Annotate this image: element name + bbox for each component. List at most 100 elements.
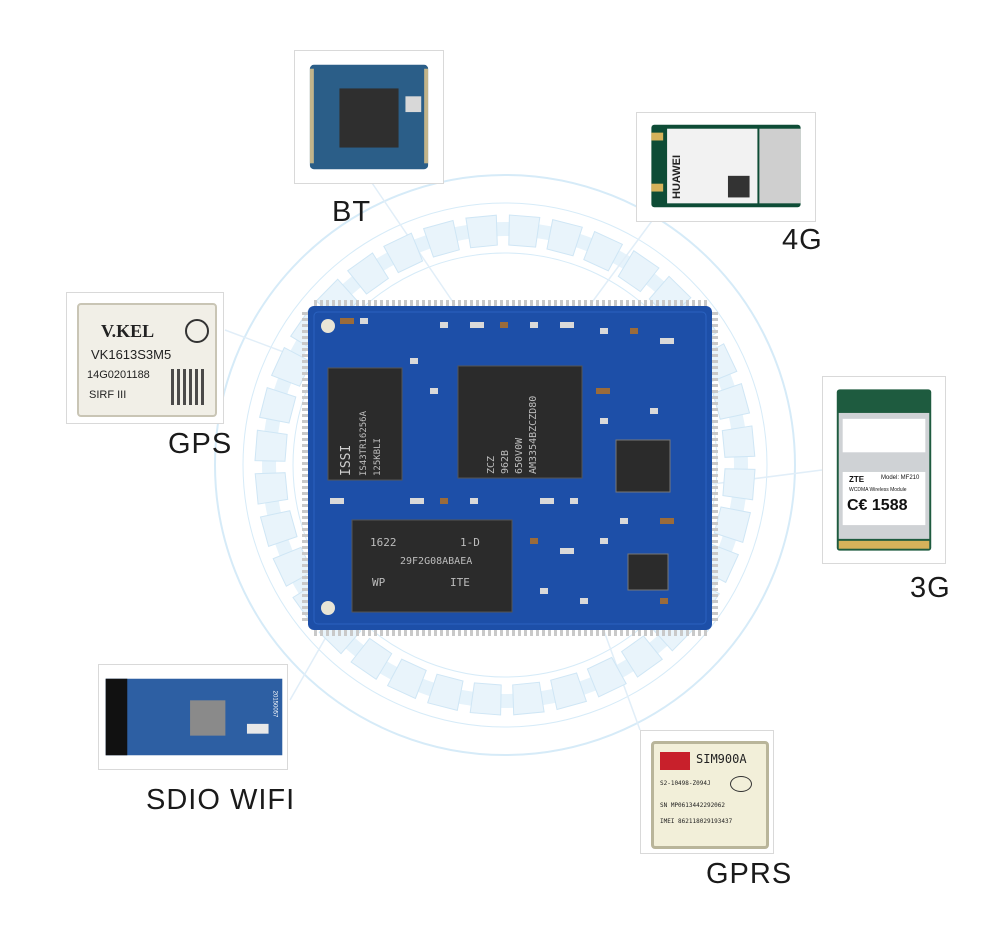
edge-pad xyxy=(704,300,707,308)
gps-chipset: SIRF III xyxy=(89,389,127,401)
flash-rev: 1-D xyxy=(460,536,480,549)
edge-pad xyxy=(302,594,310,597)
edge-pad xyxy=(710,324,718,327)
ram-brand: ISSI xyxy=(339,445,354,476)
edge-pad xyxy=(710,504,718,507)
smd-components xyxy=(330,318,674,604)
gps-model: VK1613S3M5 xyxy=(91,347,172,362)
3g-module-graphic xyxy=(836,389,932,551)
edge-pad xyxy=(710,552,718,555)
edge-pad xyxy=(662,628,665,636)
edge-pad xyxy=(638,300,641,308)
edge-pad xyxy=(404,300,407,308)
edge-pad xyxy=(710,372,718,375)
3g-label: 3G xyxy=(910,572,951,604)
3g-model: Model: MF210 xyxy=(881,475,920,481)
edge-pad xyxy=(302,552,310,555)
smd-part xyxy=(330,498,344,504)
edge-pad xyxy=(302,324,310,327)
edge-pad xyxy=(482,628,485,636)
edge-pad xyxy=(410,300,413,308)
edge-pad xyxy=(302,576,310,579)
edge-pad xyxy=(590,628,593,636)
edge-pad xyxy=(302,462,310,465)
edge-pad xyxy=(602,628,605,636)
smd-part xyxy=(560,322,574,328)
edge-pad xyxy=(710,492,718,495)
edge-pad xyxy=(710,354,718,357)
flash-date: 1622 xyxy=(370,536,397,549)
edge-pad xyxy=(524,628,527,636)
edge-pad xyxy=(488,300,491,308)
edge-pad xyxy=(344,300,347,308)
ccc-logo-icon xyxy=(730,776,752,792)
edge-pad xyxy=(710,408,718,411)
edge-pad xyxy=(428,300,431,308)
edge-pad xyxy=(710,378,718,381)
ring-segment xyxy=(721,425,756,458)
cpu-code: 650V0W xyxy=(514,437,525,474)
ring-segment xyxy=(586,656,627,698)
edge-pad xyxy=(362,300,365,308)
gprs-label: GPRS xyxy=(706,858,793,890)
smd-part xyxy=(470,322,484,328)
edge-pad xyxy=(566,628,569,636)
board-pads xyxy=(302,300,718,636)
edge-pad xyxy=(380,300,383,308)
smd-part xyxy=(580,598,588,604)
edge-pad xyxy=(554,628,557,636)
edge-pad xyxy=(302,384,310,387)
edge-pad xyxy=(656,300,659,308)
edge-pad xyxy=(302,618,310,621)
edge-pad xyxy=(698,628,701,636)
edge-pad xyxy=(710,480,718,483)
edge-pad xyxy=(710,582,718,585)
edge-pad xyxy=(302,432,310,435)
edge-pad xyxy=(446,628,449,636)
edge-pad xyxy=(710,474,718,477)
edge-pad xyxy=(368,300,371,308)
edge-pad xyxy=(710,348,718,351)
edge-pad xyxy=(710,522,718,525)
edge-pad xyxy=(302,318,310,321)
wifi-label: SDIO WIFI xyxy=(146,784,296,816)
edge-pad xyxy=(632,300,635,308)
flash-mfr: ITE xyxy=(450,576,470,589)
4g-chip-text: HUAWEI xyxy=(671,155,683,199)
wifi-module-graphic xyxy=(105,678,283,756)
edge-pad xyxy=(644,628,647,636)
edge-pad xyxy=(710,414,718,417)
edge-pad xyxy=(302,558,310,561)
wifi-pcb-text: 20150057 xyxy=(271,690,278,718)
edge-pad xyxy=(302,360,310,363)
edge-pad xyxy=(392,628,395,636)
edge-pad xyxy=(302,402,310,405)
edge-pad xyxy=(518,300,521,308)
edge-pad xyxy=(584,300,587,308)
edge-pad xyxy=(710,558,718,561)
edge-pad xyxy=(710,546,718,549)
edge-pad xyxy=(464,300,467,308)
edge-pad xyxy=(302,546,310,549)
edge-pad xyxy=(302,564,310,567)
edge-pad xyxy=(536,300,539,308)
smd-part xyxy=(440,498,448,504)
edge-pad xyxy=(710,462,718,465)
edge-pad xyxy=(314,300,317,308)
smd-part xyxy=(470,498,478,504)
edge-pad xyxy=(710,570,718,573)
edge-pad xyxy=(302,528,310,531)
smd-part xyxy=(650,408,658,414)
edge-pad xyxy=(710,564,718,567)
edge-pad xyxy=(560,300,563,308)
edge-pad xyxy=(302,396,310,399)
ring-segment xyxy=(422,219,460,258)
smd-part xyxy=(410,498,424,504)
pmic-chip xyxy=(615,439,671,493)
edge-pad xyxy=(524,300,527,308)
cpu-chip xyxy=(457,365,583,479)
edge-pad xyxy=(614,300,617,308)
edge-pad xyxy=(302,444,310,447)
edge-pad xyxy=(710,600,718,603)
edge-pad xyxy=(608,300,611,308)
